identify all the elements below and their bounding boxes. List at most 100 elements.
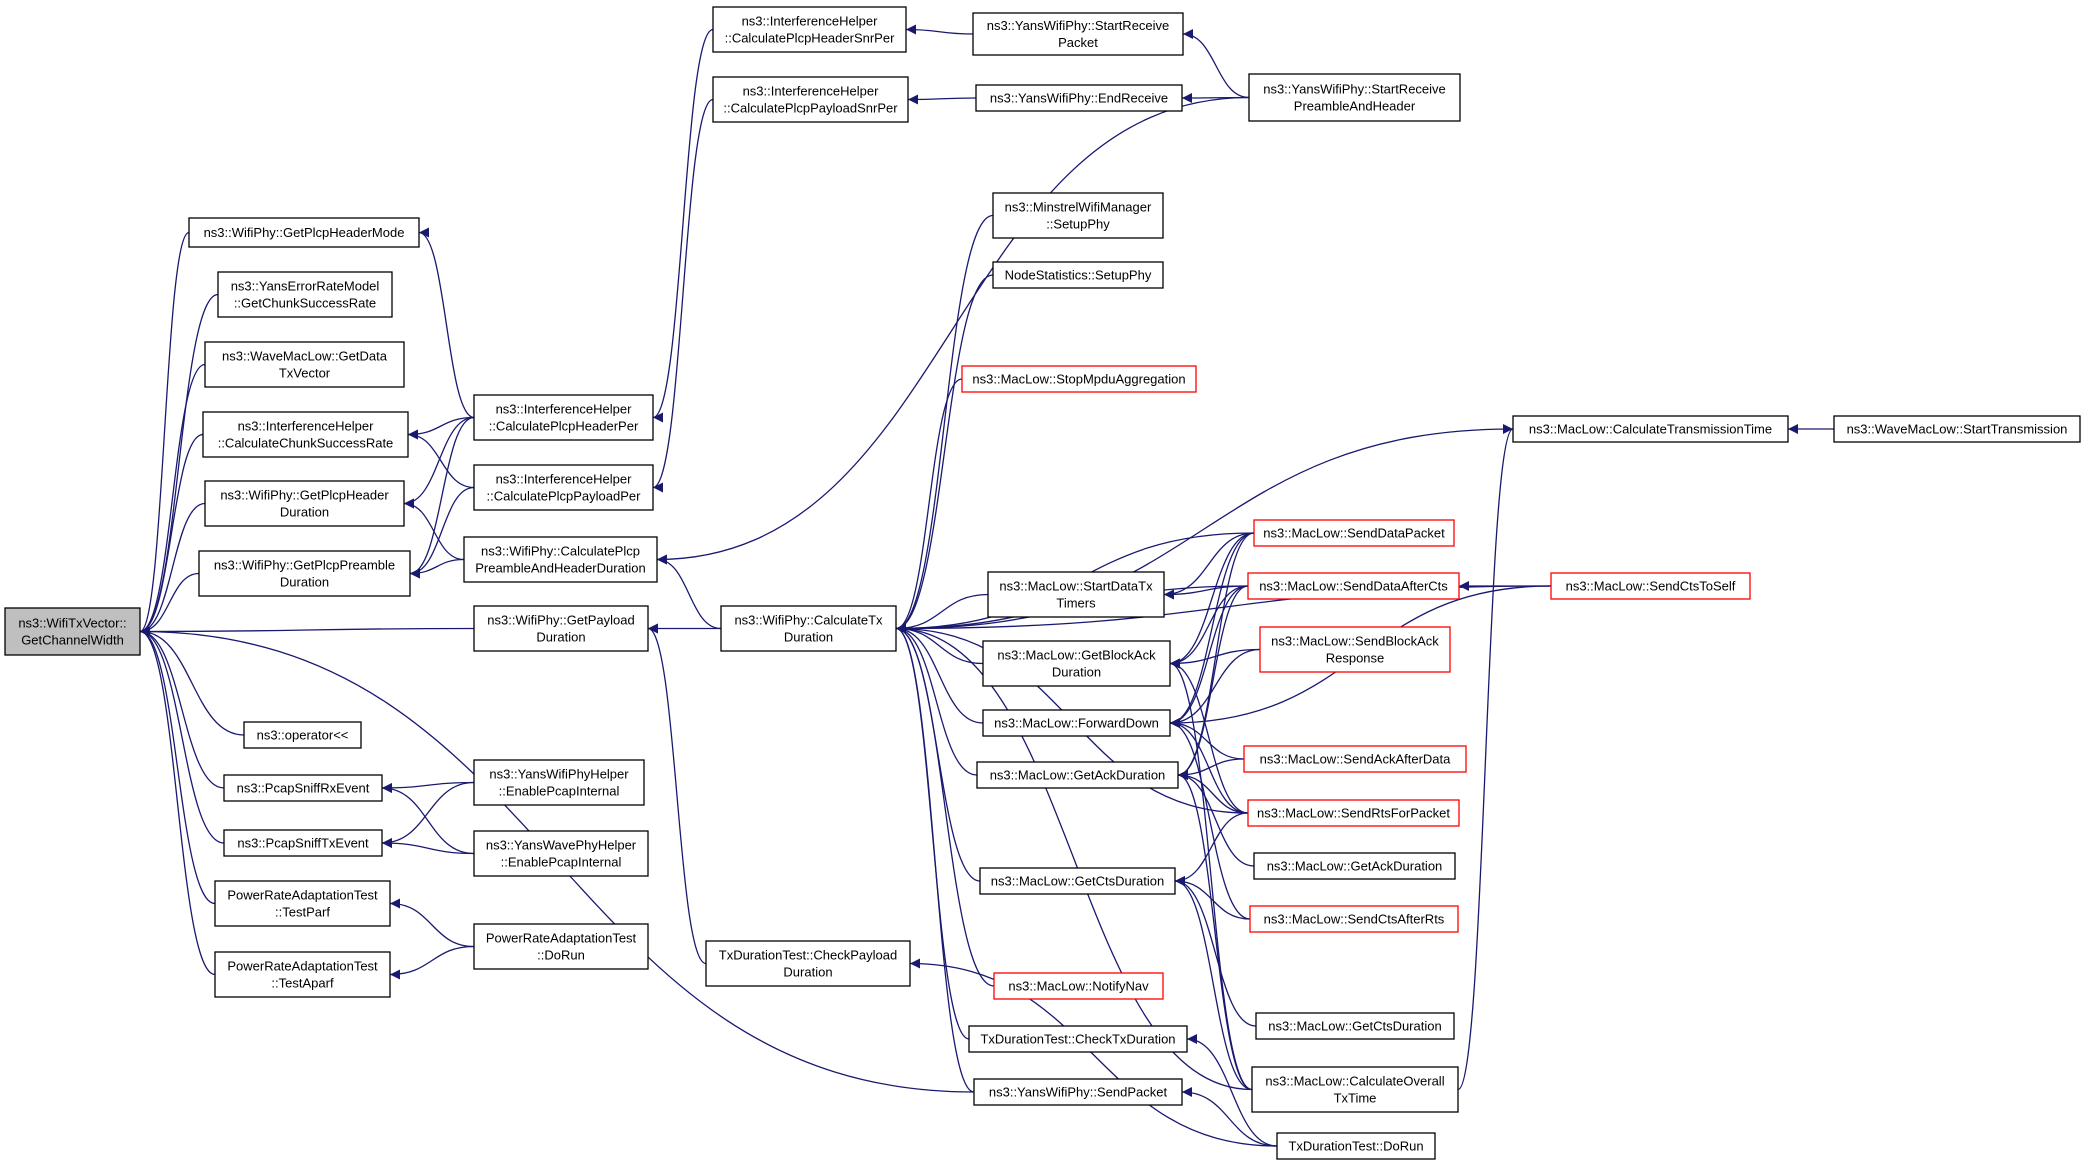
node-wp-prehdrdur[interactable]: ns3::WifiPhy::CalculatePlcpPreambleAndHe…	[463, 536, 658, 583]
node-ml-sendctsafterrts[interactable]: ns3::MacLow::SendCtsAfterRts	[1249, 905, 1459, 933]
call-edge	[139, 502, 206, 637]
node-ml-getctsdur[interactable]: ns3::MacLow::GetCtsDuration	[979, 867, 1176, 895]
node-label: ns3::YansWifiPhy::SendPacket	[989, 1085, 1168, 1100]
node-ywp-startrecvpre[interactable]: ns3::YansWifiPhy::StartReceivePreambleAn…	[1248, 73, 1461, 122]
node-label: PreambleAndHeaderDuration	[475, 561, 646, 576]
node-label: ns3::MacLow::GetAckDuration	[990, 768, 1166, 783]
node-ih-hdrsnr[interactable]: ns3::InterferenceHelper::CalculatePlcpHe…	[712, 6, 907, 53]
node-ih-payper[interactable]: ns3::InterferenceHelper::CalculatePlcpPa…	[473, 464, 654, 511]
node-label: Response	[1326, 651, 1385, 666]
node-box	[463, 536, 658, 583]
node-wp-plcphdrmode[interactable]: ns3::WifiPhy::GetPlcpHeaderMode	[188, 217, 420, 248]
call-edge	[909, 958, 1278, 1147]
node-ml-sendackafterdata[interactable]: ns3::MacLow::SendAckAfterData	[1243, 745, 1467, 773]
node-txdt-dorun[interactable]: TxDurationTest::DoRun	[1276, 1132, 1436, 1160]
node-ml-getackdur2[interactable]: ns3::MacLow::GetAckDuration	[1253, 852, 1456, 880]
node-ml-senddataaftercts[interactable]: ns3::MacLow::SendDataAfterCts	[1247, 572, 1460, 600]
node-label: ns3::MacLow::ForwardDown	[994, 716, 1159, 731]
call-edge	[895, 623, 995, 987]
node-ih-hdrper[interactable]: ns3::InterferenceHelper::CalculatePlcpHe…	[473, 394, 654, 441]
node-pcap-tx[interactable]: ns3::PcapSniffTxEvent	[223, 829, 383, 857]
node-yans-helper[interactable]: ns3::YansWifiPhyHelper::EnablePcapIntern…	[473, 759, 645, 806]
node-label: Packet	[1058, 35, 1098, 50]
node-ml-senddatapkt[interactable]: ns3::MacLow::SendDataPacket	[1253, 519, 1455, 547]
call-edge	[139, 626, 225, 844]
node-box	[1253, 852, 1456, 880]
node-box	[188, 217, 420, 248]
node-label: ::TestParf	[275, 905, 330, 920]
node-pra-aparf[interactable]: PowerRateAdaptationTest::TestAparf	[214, 951, 391, 998]
node-box	[1833, 415, 2081, 443]
node-ml-getctsdur2[interactable]: ns3::MacLow::GetCtsDuration	[1255, 1012, 1455, 1040]
node-ml-getackdur[interactable]: ns3::MacLow::GetAckDuration	[976, 761, 1179, 789]
call-edge	[381, 781, 475, 848]
node-label: Duration	[784, 630, 833, 645]
node-ml-notifynav[interactable]: ns3::MacLow::NotifyNav	[993, 972, 1164, 1000]
node-ywp-sendpkt[interactable]: ns3::YansWifiPhy::SendPacket	[973, 1078, 1183, 1106]
node-nodestats[interactable]: NodeStatistics::SetupPhy	[992, 261, 1164, 289]
node-box	[214, 880, 391, 927]
call-edge	[895, 623, 1253, 1091]
node-label: ns3::MacLow::GetBlockAck	[997, 648, 1156, 663]
node-box	[214, 951, 391, 998]
node-box	[975, 84, 1183, 112]
call-edge	[1169, 532, 1255, 669]
node-ml-calctranstime[interactable]: ns3::MacLow::CalculateTransmissionTime	[1512, 415, 1789, 443]
call-edge	[1169, 718, 1251, 920]
node-ml-sendctstoself[interactable]: ns3::MacLow::SendCtsToSelf	[1550, 572, 1751, 600]
node-label: ns3::WifiTxVector::	[18, 616, 126, 631]
node-box	[992, 261, 1164, 289]
node-box	[1243, 745, 1467, 773]
node-label: ::TestAparf	[271, 976, 334, 991]
node-txdt-checktx[interactable]: TxDurationTest::CheckTxDuration	[968, 1025, 1188, 1053]
node-box	[1255, 1012, 1455, 1040]
node-box	[992, 192, 1164, 239]
node-root[interactable]: ns3::WifiTxVector::GetChannelWidth	[4, 607, 141, 656]
node-box	[204, 341, 405, 388]
node-wave-starttrans[interactable]: ns3::WaveMacLow::StartTransmission	[1833, 415, 2081, 443]
node-box	[1247, 572, 1460, 600]
node-ml-sendrts[interactable]: ns3::MacLow::SendRtsForPacket	[1247, 799, 1460, 827]
node-pra-dorun[interactable]: PowerRateAdaptationTest::DoRun	[473, 923, 649, 970]
node-box	[473, 759, 645, 806]
node-ih-chunk[interactable]: ns3::InterferenceHelper::CalculateChunkS…	[202, 411, 409, 458]
node-wave-helper[interactable]: ns3::YansWavePhyHelper::EnablePcapIntern…	[473, 830, 649, 877]
node-pra-parf[interactable]: PowerRateAdaptationTest::TestParf	[214, 880, 391, 927]
call-edge	[139, 433, 204, 637]
call-edge	[652, 98, 714, 493]
node-ml-stopmpdu[interactable]: ns3::MacLow::StopMpduAggregation	[961, 365, 1197, 393]
call-edge	[1169, 648, 1261, 728]
call-edge	[895, 623, 978, 776]
node-label: ns3::WaveMacLow::StartTransmission	[1847, 422, 2068, 437]
node-box	[705, 940, 911, 987]
node-ih-paysnr[interactable]: ns3::InterferenceHelper::CalculatePlcpPa…	[712, 76, 909, 123]
call-edge	[1169, 532, 1255, 728]
node-pcap-rx[interactable]: ns3::PcapSniffRxEvent	[223, 774, 383, 802]
node-label: Timers	[1056, 596, 1096, 611]
node-ml-forwarddown[interactable]: ns3::MacLow::ForwardDown	[982, 709, 1171, 737]
call-edge	[895, 623, 984, 724]
node-yans-err[interactable]: ns3::YansErrorRateModel::GetChunkSuccess…	[217, 271, 393, 318]
node-label: ns3::WifiPhy::GetPlcpHeaderMode	[204, 225, 405, 240]
node-opstream[interactable]: ns3::operator<<	[243, 721, 362, 749]
node-label: ::CalculatePlcpPayloadPer	[487, 489, 642, 504]
node-ywp-endrecv[interactable]: ns3::YansWifiPhy::EndReceive	[975, 84, 1183, 112]
call-edge	[409, 416, 475, 579]
node-label: ns3::YansErrorRateModel	[231, 279, 380, 294]
node-minstrel[interactable]: ns3::MinstrelWifiManager::SetupPhy	[992, 192, 1164, 239]
call-edge	[1169, 585, 1249, 669]
node-label: ns3::YansWifiPhy::StartReceive	[1263, 82, 1446, 97]
call-edge	[1181, 1087, 1278, 1147]
